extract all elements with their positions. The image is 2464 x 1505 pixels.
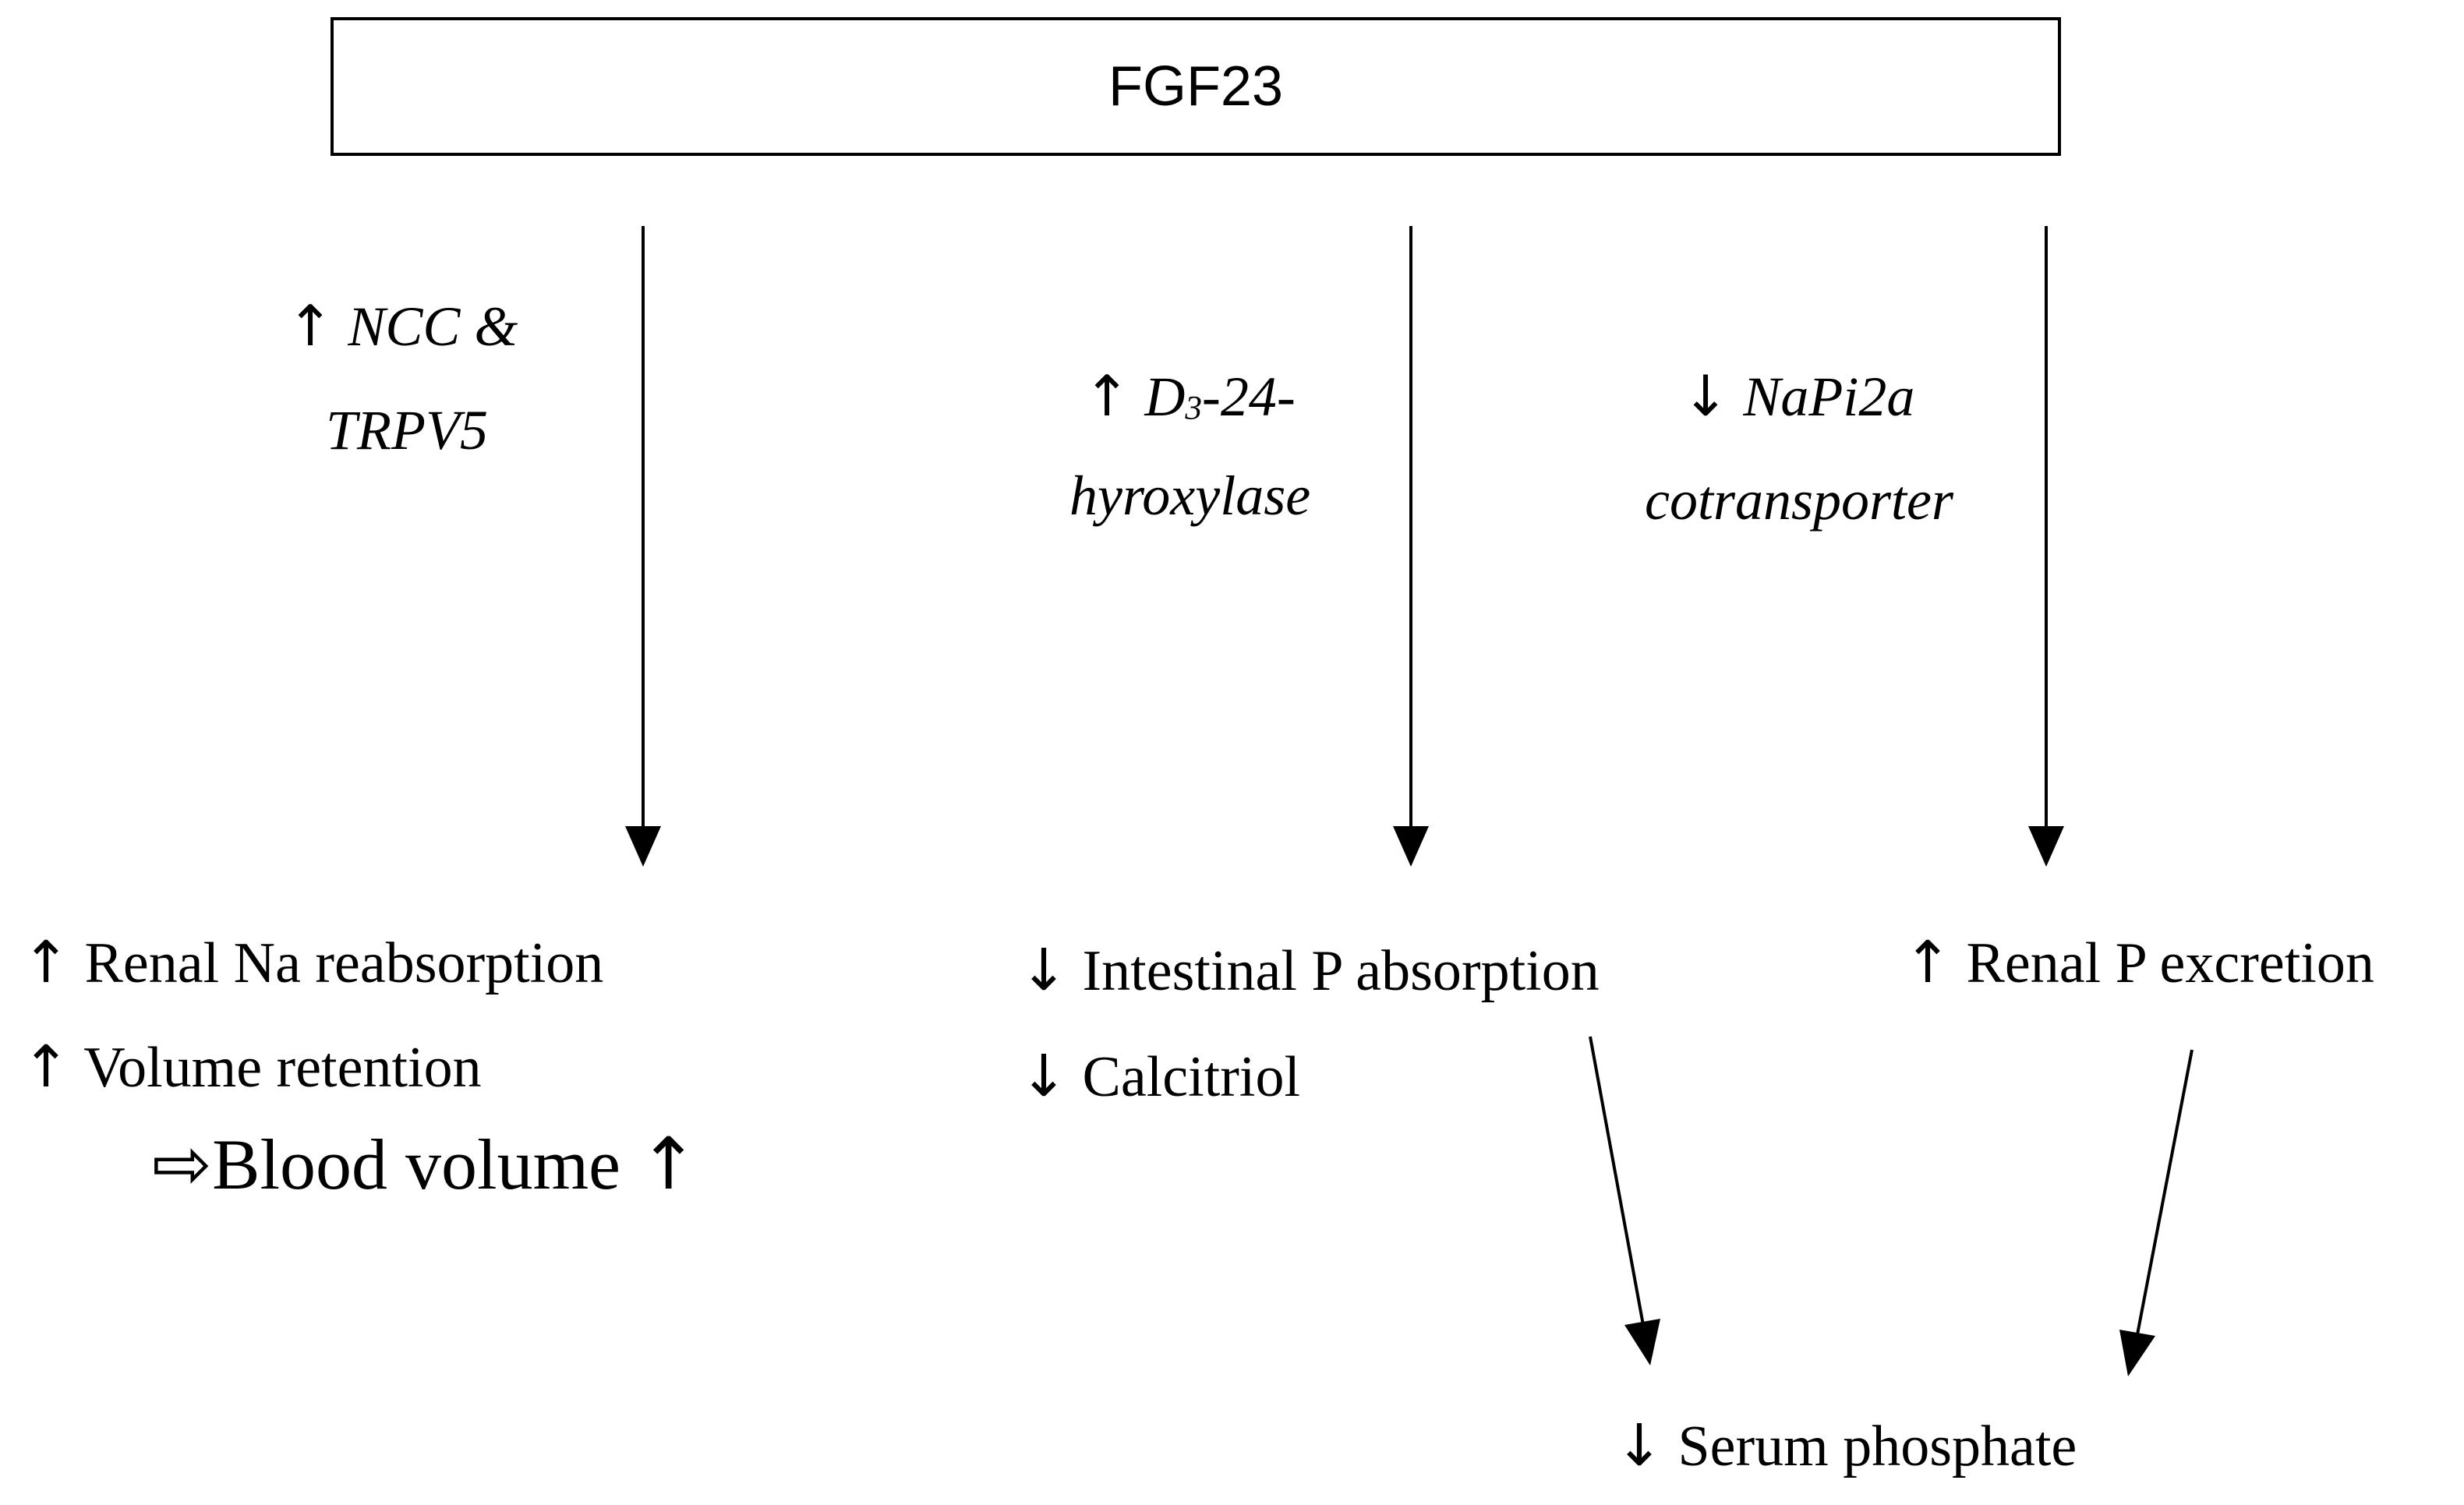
sodium-effect-2: ↑ Volume retention bbox=[22, 1033, 482, 1100]
serum-phosphate-outcome: ↓ Serum phosphate bbox=[1615, 1412, 2077, 1479]
down-arrow-icon: ↓ bbox=[1682, 363, 1730, 429]
up-arrow-icon: ↑ bbox=[638, 1122, 699, 1206]
phosphate-mechanism-line2: cotransporter bbox=[1645, 469, 1953, 532]
down-arrow-icon: ↓ bbox=[1615, 1412, 1664, 1479]
arrow-fgf23-to-phosphate bbox=[2028, 226, 2064, 867]
up-arrow-icon: ↑ bbox=[1084, 363, 1131, 429]
right-arrow-icon: ⇨ bbox=[152, 1122, 213, 1206]
fgf23-label: FGF23 bbox=[1108, 55, 1284, 118]
arrow-renal-to-serum bbox=[2119, 1049, 2194, 1376]
arrow-fgf23-to-sodium bbox=[625, 226, 661, 867]
blood-volume-result: ⇨Blood volume ↑ bbox=[152, 1122, 699, 1206]
phosphate-effect-1: ↑ Renal P excretion bbox=[1904, 929, 2374, 996]
sodium-effect-1: ↑ Renal Na reabsorption bbox=[22, 929, 604, 996]
up-arrow-icon: ↑ bbox=[22, 929, 71, 996]
up-arrow-icon: ↑ bbox=[1904, 929, 1953, 996]
arrow-fgf23-to-vitamin-d bbox=[1393, 226, 1429, 867]
sodium-mechanism-line1: ↑ NCC & bbox=[287, 293, 518, 359]
vitamin-d-mechanism-line2: hyroxylase bbox=[1069, 465, 1311, 527]
vitamin-d-effect-1: ↓ Intestinal P absorption bbox=[1020, 937, 1600, 1004]
down-arrow-icon: ↓ bbox=[1020, 937, 1069, 1004]
phosphate-mechanism-line1: ↓ NaPi2a bbox=[1682, 363, 1915, 429]
sodium-mechanism-line2: TRPV5 bbox=[326, 399, 488, 461]
up-arrow-icon: ↑ bbox=[287, 293, 334, 359]
arrow-intestinal-to-serum bbox=[1589, 1036, 1660, 1365]
fgf23-node: FGF23 bbox=[331, 17, 2061, 156]
vitamin-d-effect-2: ↓ Calcitriol bbox=[1020, 1043, 1301, 1110]
down-arrow-icon: ↓ bbox=[1020, 1043, 1069, 1110]
vitamin-d-mechanism-line1: ↑ D3-24- bbox=[1084, 363, 1296, 429]
up-arrow-icon: ↑ bbox=[22, 1033, 71, 1100]
